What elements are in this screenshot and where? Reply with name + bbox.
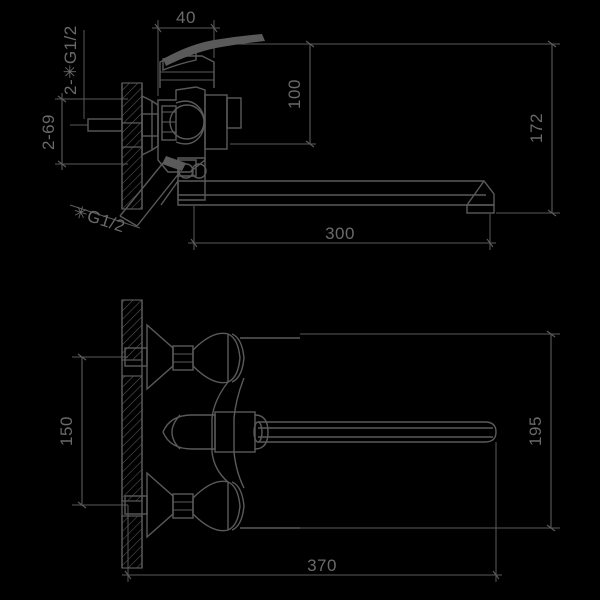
dimension-370: 370: [122, 442, 502, 582]
dimension-40: 40: [152, 8, 220, 96]
bottom-view-front-elevation: [88, 299, 497, 569]
inlet-union-top: [70, 113, 159, 137]
dimension-172: 172: [262, 40, 560, 217]
escutcheon-top: [141, 94, 159, 157]
dimension-100: 100: [216, 40, 316, 148]
dimension-300: 300: [188, 206, 496, 250]
wall-hatch-top: [121, 82, 143, 210]
bottom-view-dimensions: 150 195 370: [57, 330, 560, 582]
dimension-label-195: 195: [526, 416, 545, 446]
dimension-label-172: 172: [527, 113, 546, 143]
dimension-label-2-69: 2-69: [39, 114, 58, 150]
mixer-body-bottom: [211, 377, 245, 489]
top-view-side-elevation: [70, 34, 495, 227]
dimension-label-40: 40: [176, 8, 196, 27]
dimension-150: 150: [57, 353, 128, 509]
dimension-label-100: 100: [285, 79, 304, 109]
wall-hatch-bottom: [121, 299, 143, 569]
dimension-2-69: 2-69: [39, 93, 128, 170]
dimension-label-300: 300: [325, 224, 355, 243]
callout-2-g12: 2-✳G1/2: [61, 25, 85, 119]
escutcheon-upper-bottom: [146, 323, 300, 391]
callout-label-2-g12: 2-✳G1/2: [61, 25, 80, 95]
dimension-label-150: 150: [57, 416, 76, 446]
outlet-pipe-top: [119, 162, 181, 227]
top-view-dimensions: 40 2-✳G1/2 2-69 ✳G1/2 100: [39, 8, 560, 250]
spout-top: [160, 180, 495, 214]
callout-label-g12: ✳G1/2: [71, 202, 128, 237]
escutcheon-lower-bottom: [146, 471, 300, 539]
dimension-195: 195: [300, 330, 560, 532]
mixer-body-top: [157, 34, 265, 173]
spout-bottom: [162, 411, 497, 453]
dimension-label-370: 370: [307, 556, 337, 575]
